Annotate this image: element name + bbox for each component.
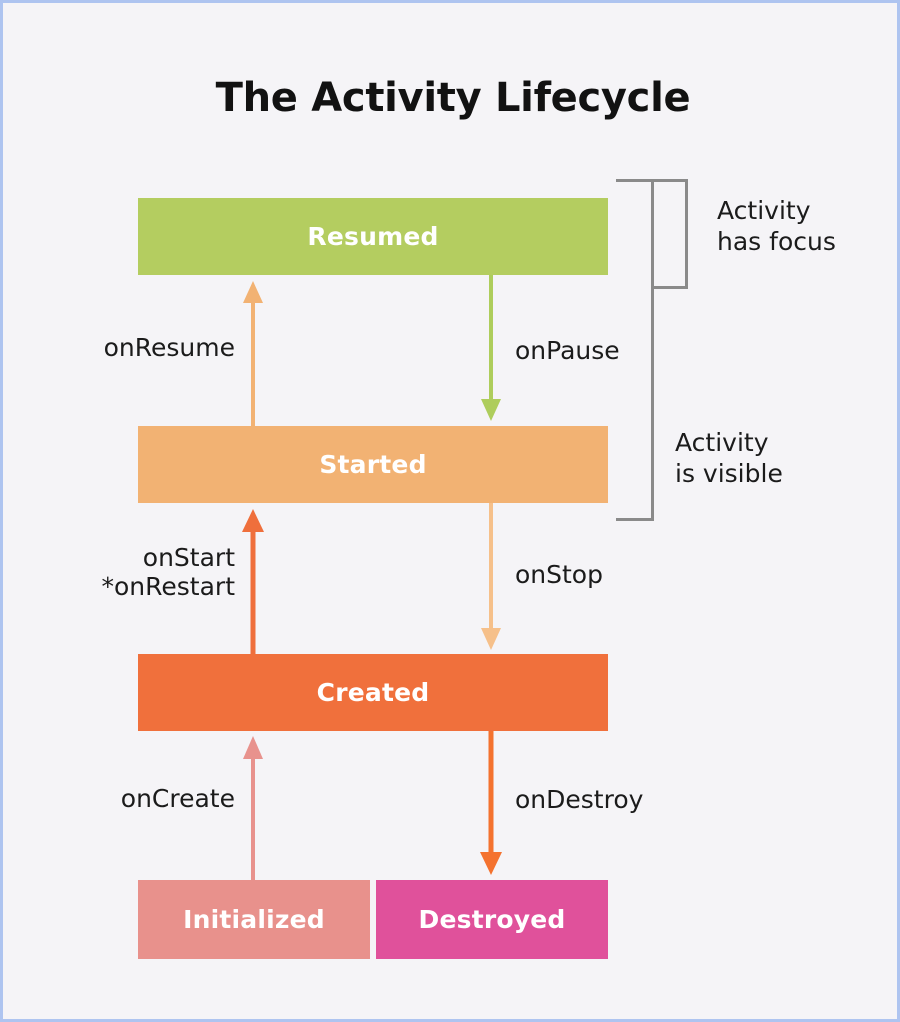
- transition-label-onstart: onStart *onRestart: [101, 543, 236, 601]
- state-box-initialized[interactable]: Initialized: [138, 880, 370, 959]
- state-label-initialized: Initialized: [183, 905, 325, 934]
- transition-label-oncreate: onCreate: [120, 784, 235, 813]
- state-box-resumed[interactable]: Resumed: [138, 198, 608, 275]
- state-box-created[interactable]: Created: [138, 654, 608, 731]
- state-label-started: Started: [319, 450, 427, 479]
- arrow-onstart: [242, 509, 264, 654]
- annotation-label-is-visible: Activity is visible: [675, 428, 783, 488]
- state-box-started[interactable]: Started: [138, 426, 608, 503]
- transition-label-onpause: onPause: [515, 336, 620, 365]
- arrow-oncreate: [243, 736, 263, 880]
- page-title: The Activity Lifecycle: [215, 75, 691, 121]
- state-label-destroyed: Destroyed: [418, 905, 566, 934]
- transition-label-onstop: onStop: [515, 560, 603, 589]
- arrow-onpause: [481, 275, 501, 421]
- state-label-created: Created: [316, 678, 430, 707]
- bracket-activity-has-focus: [651, 179, 688, 289]
- state-label-resumed: Resumed: [307, 222, 439, 251]
- arrow-layer: [242, 275, 502, 880]
- arrow-onresume: [243, 281, 263, 426]
- state-box-destroyed[interactable]: Destroyed: [376, 880, 608, 959]
- transition-label-ondestroy: onDestroy: [515, 785, 644, 814]
- arrow-ondestroy: [480, 731, 502, 875]
- arrow-onstop: [481, 503, 501, 650]
- bracket-activity-is-visible: [616, 179, 654, 521]
- annotation-label-has-focus: Activity has focus: [717, 196, 836, 256]
- transition-label-onresume: onResume: [103, 333, 235, 362]
